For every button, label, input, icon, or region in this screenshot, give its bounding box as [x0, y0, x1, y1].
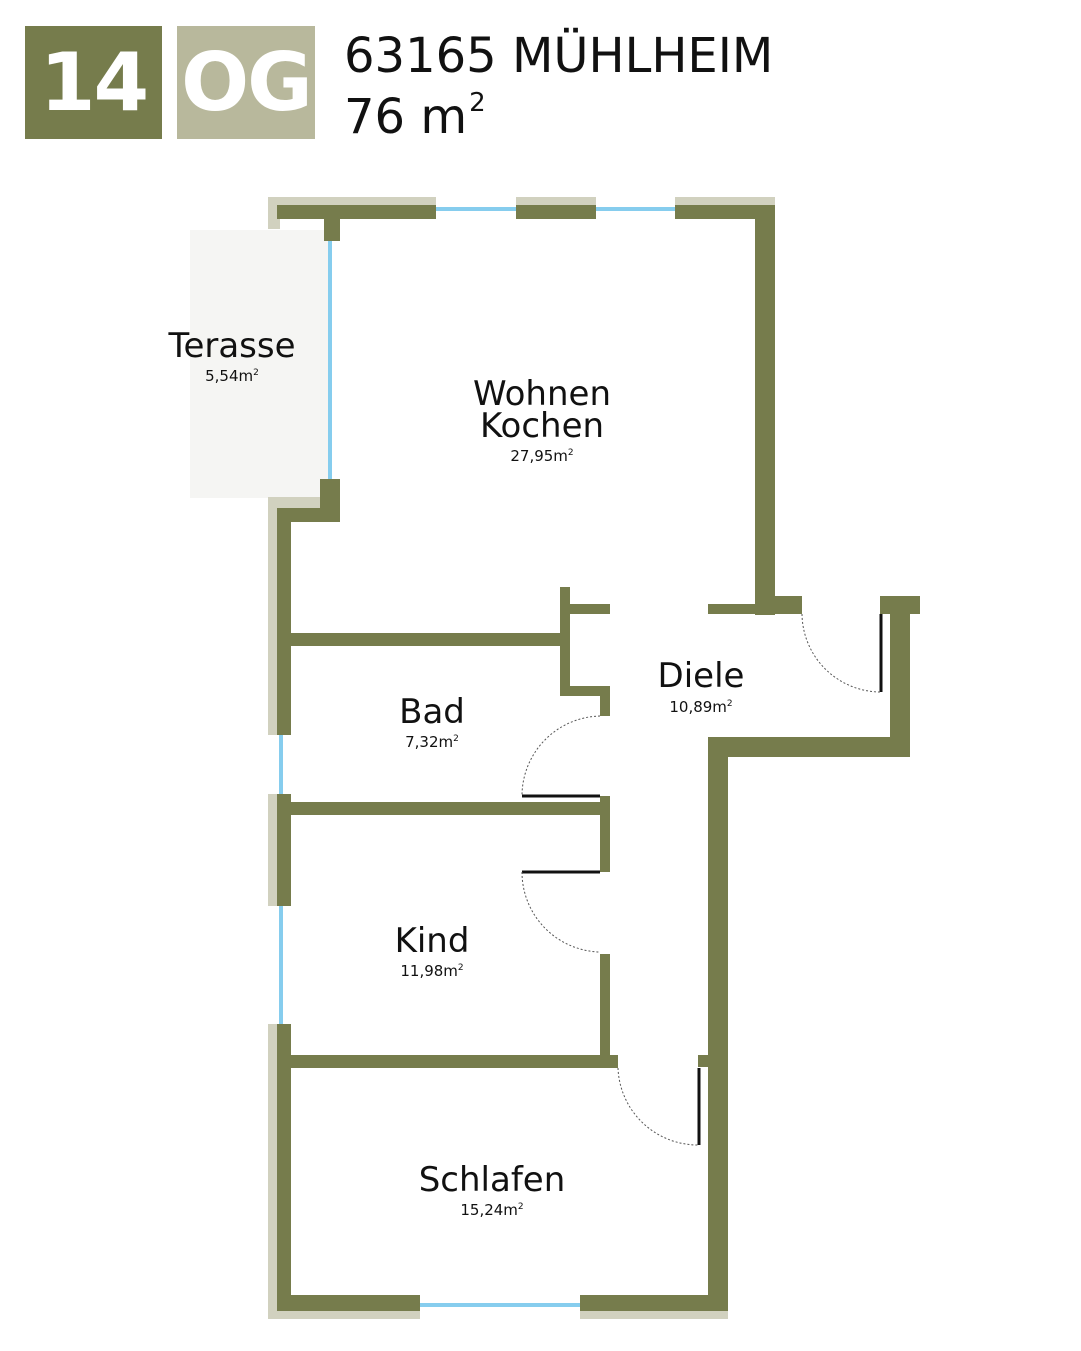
room-name-terasse: Terasse: [168, 326, 296, 366]
wall-shadows: [268, 197, 775, 1319]
room-area-terasse: 5,54m2: [205, 367, 259, 385]
schlafen-door-swing: [617, 1067, 700, 1146]
doors: [521, 613, 883, 1146]
room-name-wohnen: Wohnen: [473, 374, 611, 414]
room-area-wohnen: 27,95m2: [510, 447, 574, 465]
room-area-kind: 11,98m2: [400, 962, 464, 980]
entrance-door-swing: [801, 613, 882, 693]
room-area-schlafen: 15,24m2: [460, 1201, 524, 1219]
room-name-schlafen: Schlafen: [418, 1160, 566, 1200]
windows: [279, 207, 675, 1307]
total-area-value: 76 m: [344, 89, 468, 145]
terrace-area: [190, 230, 330, 498]
room-area-bad: 7,32m2: [405, 733, 459, 751]
walls: [277, 205, 920, 1311]
total-area: 76 m2: [344, 88, 486, 145]
floor-badge: OG: [177, 26, 315, 139]
room-name-diele: Diele: [657, 656, 745, 696]
room-name-kochen: Kochen: [479, 406, 605, 446]
room-area-diele: 10,89m2: [669, 698, 733, 716]
city-title: 63165 MÜHLHEIM: [344, 28, 774, 84]
room-name-bad: Bad: [399, 692, 465, 732]
bad-door-swing: [521, 715, 601, 797]
kind-door-swing: [521, 871, 601, 953]
room-name-kind: Kind: [394, 921, 470, 961]
total-area-unit-exponent: 2: [469, 88, 486, 118]
unit-number-badge: 14: [25, 26, 162, 139]
